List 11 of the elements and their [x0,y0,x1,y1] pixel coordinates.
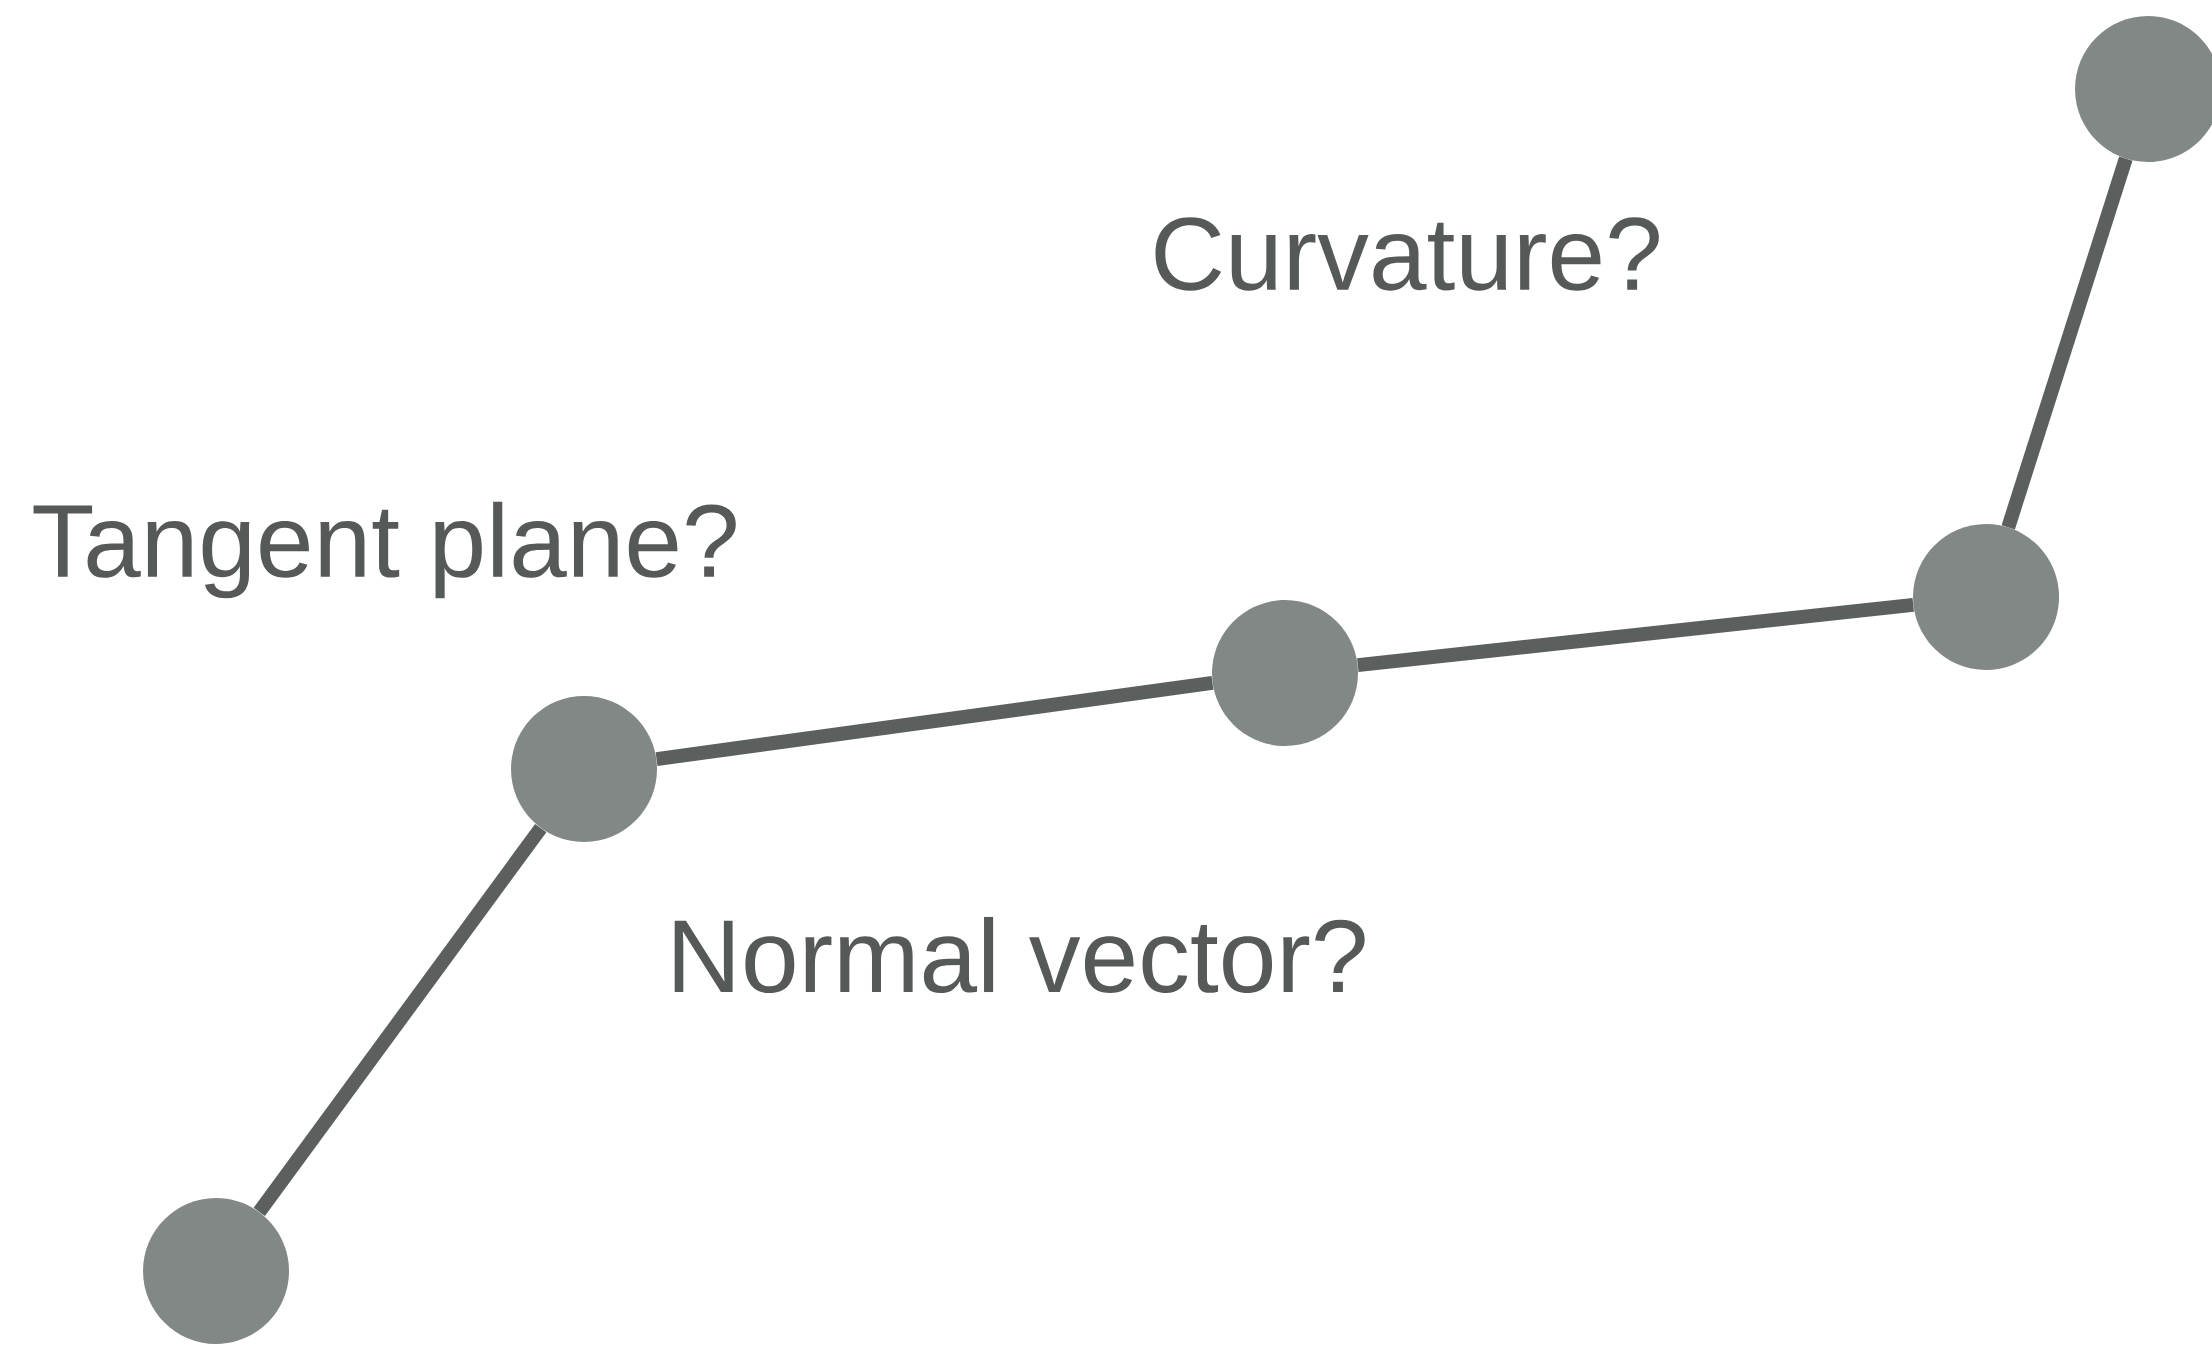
connector-line [1357,597,1914,673]
question-label: Tangent plane? [33,501,736,599]
question-label: Normal vector? [674,916,1365,994]
circle-node [143,1198,289,1344]
circle-node [1212,600,1358,746]
connector-line [2001,156,2133,530]
question-label: Curvature? [1155,217,1659,291]
circle-node [1913,524,2059,670]
connector-line [253,823,547,1217]
circle-node [511,696,657,842]
connector-line [655,676,1214,766]
